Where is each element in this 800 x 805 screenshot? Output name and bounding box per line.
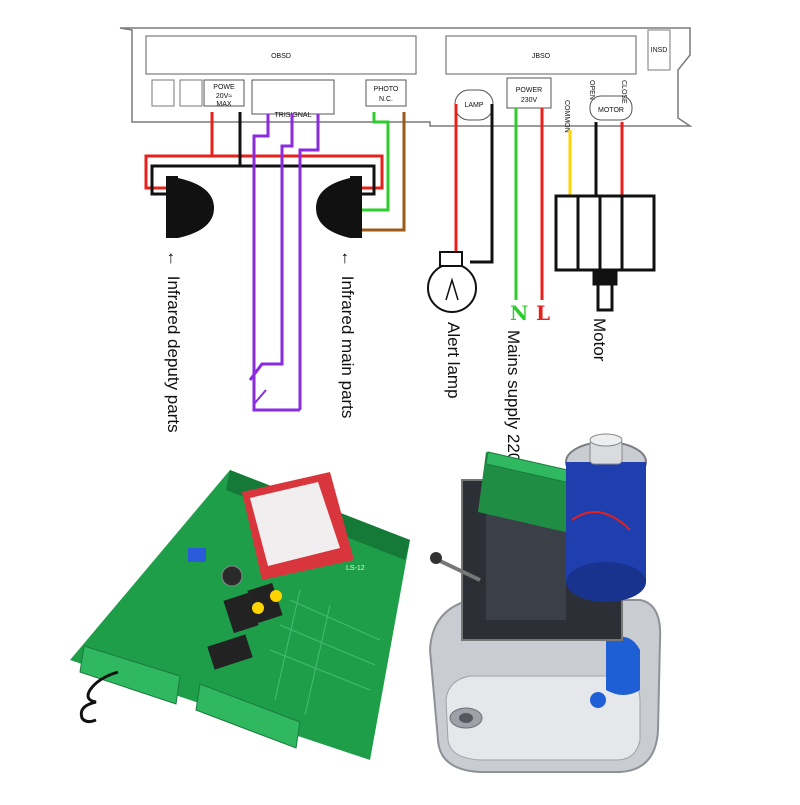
lamp-black-wire <box>470 104 494 264</box>
gate-opener-unit-photo <box>428 433 662 773</box>
relay-1 <box>223 592 259 634</box>
terminal-lamp-label: LAMP <box>464 102 483 109</box>
terminal-photo-label: PHOTO <box>374 86 399 93</box>
green-photo-wire <box>362 112 390 212</box>
terminal-power-out-max: MAX <box>216 101 232 108</box>
figure-labels: ← Infrared deputy parts ← Infrared main … <box>164 250 609 474</box>
label-alert-lamp: Alert lamp <box>444 322 463 399</box>
side-module-box <box>647 29 671 71</box>
black-ground-wire <box>150 112 242 196</box>
svg-text:← Infrared main parts: ← Infrared main parts <box>338 250 357 418</box>
terminal-photo <box>365 79 407 107</box>
terminal-common-label: COMMON <box>563 100 570 133</box>
label-neutral: N <box>510 301 528 325</box>
label-live: L <box>536 301 550 325</box>
transformer <box>242 472 354 580</box>
terminal-power-out-label: POWE <box>213 84 235 91</box>
alert-lamp-bulb-icon <box>427 251 477 313</box>
terminal-power-out-value: 20V≈ <box>216 93 232 100</box>
side-module-tag: INSD <box>651 47 668 54</box>
label-mains-supply: Mains supply 220V <box>504 330 523 474</box>
red-power-wire <box>144 112 214 190</box>
label-infrared-main: Infrared main parts <box>338 276 357 419</box>
motor-icon <box>554 194 656 312</box>
label-motor: Motor <box>590 318 609 362</box>
terminal-power-in-label: POWER <box>516 87 542 94</box>
purple-trigger-wire-3 <box>298 114 320 410</box>
terminal-close-label: CLOSE <box>620 80 627 104</box>
antenna-coil <box>79 670 119 724</box>
deputy-arrow-glyph: ← <box>164 250 183 267</box>
terminal-motor-label: MOTOR <box>598 107 624 114</box>
terminal-open-label: OPEN <box>588 80 595 100</box>
terminal-trisignal <box>251 79 335 115</box>
purple-trigger-wire-2 <box>248 114 294 381</box>
purple-trigger-wire-1 <box>252 114 300 412</box>
label-infrared-deputy: Infrared deputy parts <box>164 276 183 433</box>
right-module-box <box>445 35 637 75</box>
brown-photo-wire <box>362 112 406 232</box>
main-arrow-glyph: ← <box>338 250 357 267</box>
wiring <box>144 104 624 412</box>
svg-text:← Infrared deputy parts: ← Infrared deputy parts <box>164 250 183 433</box>
unit-motor-cylinder <box>565 433 647 602</box>
terminal-motor <box>589 95 633 121</box>
right-module-title: JBSO <box>532 53 551 60</box>
pcb-terminal-blocks <box>79 645 301 749</box>
infrared-main-sensor <box>316 176 362 238</box>
pcb-photo: LS-12 <box>70 470 410 760</box>
infrared-deputy-sensor <box>166 176 214 238</box>
terminal-power-out <box>203 79 245 107</box>
terminal-power-in <box>506 77 552 109</box>
terminal-photo-nc: N.C. <box>379 96 393 103</box>
left-module-title: OBSD <box>271 53 291 60</box>
left-module-box <box>145 35 417 75</box>
relay-3 <box>207 634 253 670</box>
terminal-power-in-value: 230V <box>521 97 538 104</box>
pcb-board-code: LS-12 <box>346 565 365 572</box>
